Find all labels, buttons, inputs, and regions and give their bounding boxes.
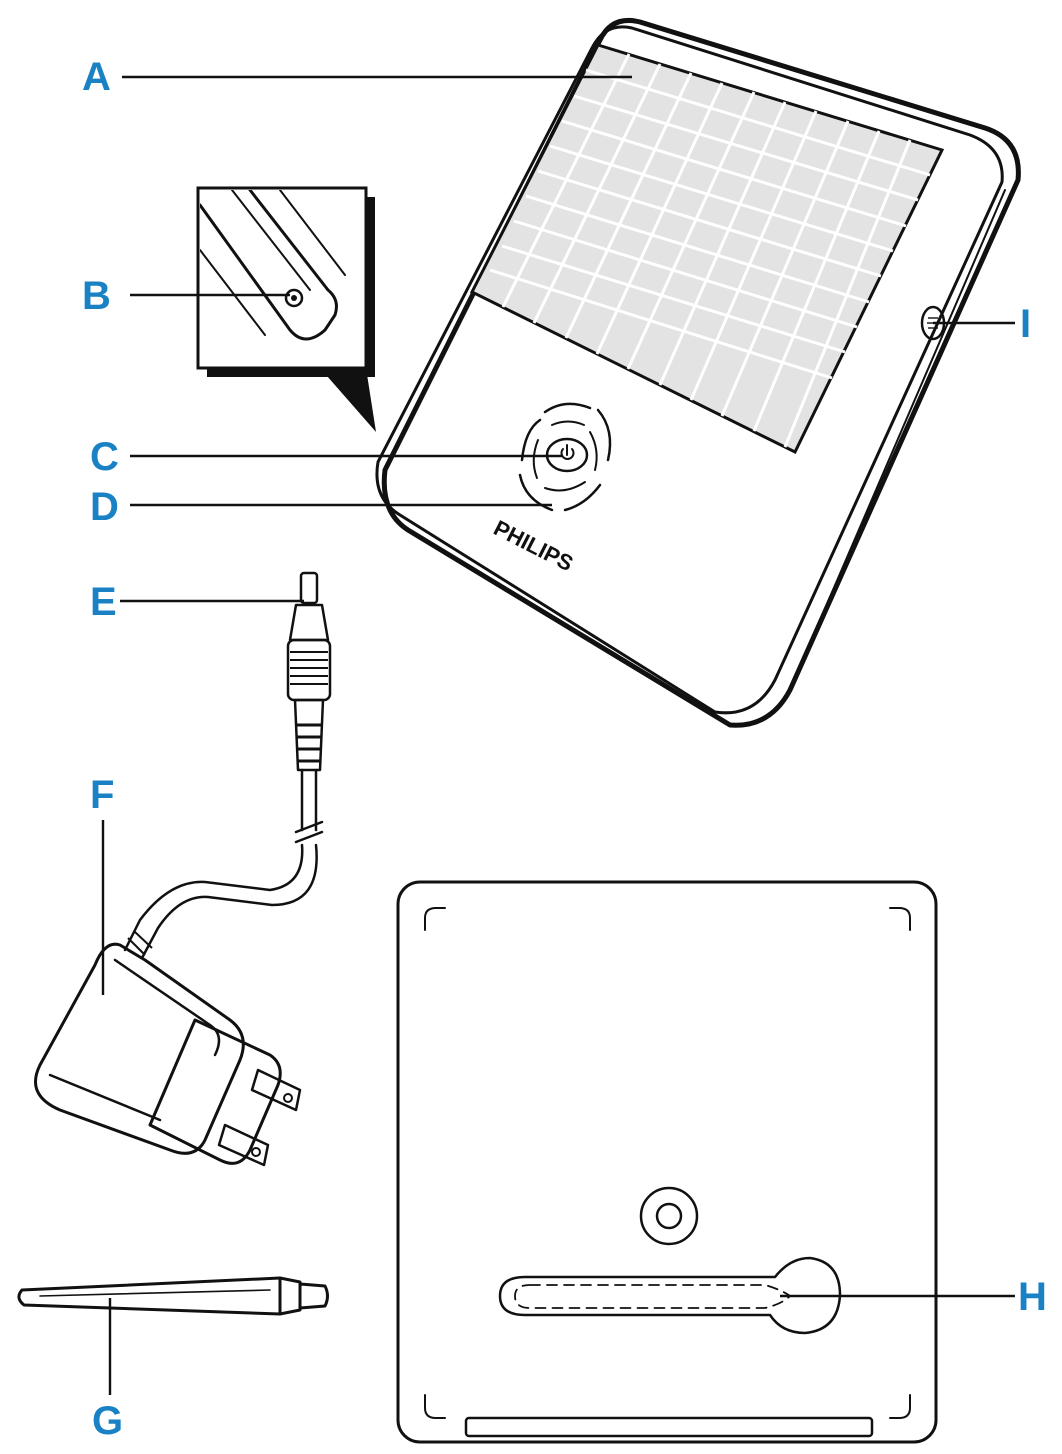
- callout-i: I: [1020, 302, 1031, 346]
- device-front: [375, 18, 1021, 728]
- stylus: [17, 1276, 329, 1316]
- callout-h: H: [1018, 1275, 1047, 1319]
- callout-c: C: [90, 435, 119, 479]
- solar-panel: [469, 43, 945, 455]
- callout-b: B: [82, 274, 111, 318]
- device-back: [396, 880, 938, 1444]
- dc-plug: [286, 571, 332, 772]
- cable: [123, 768, 324, 960]
- power-button: [545, 437, 589, 473]
- power-adapter: [34, 931, 302, 1167]
- leader-lines: [101, 75, 1015, 1395]
- callout-f: F: [90, 773, 114, 817]
- callout-e: E: [90, 580, 117, 624]
- brand-logo: PHILIPS: [490, 515, 578, 576]
- callout-a: A: [82, 55, 111, 99]
- callout-g: G: [92, 1399, 123, 1443]
- callout-d: D: [90, 485, 119, 529]
- inset-detail: [196, 186, 376, 432]
